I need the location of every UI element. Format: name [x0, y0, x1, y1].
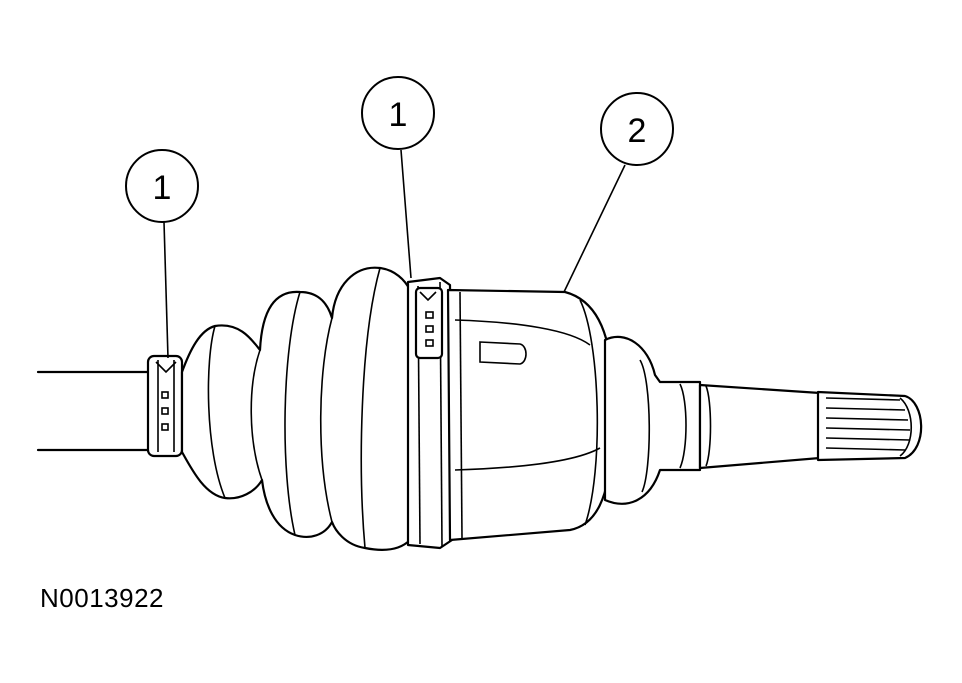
figure-id: N0013922 [40, 583, 164, 613]
callout-1-center-label: 1 [389, 96, 408, 134]
axle-shaft [36, 370, 152, 452]
cv-boot [180, 266, 412, 551]
cv-joint-housing [446, 288, 614, 542]
large-boot-clamp [406, 276, 454, 550]
callout-2-right: 2 [600, 92, 674, 166]
housing-neck [603, 335, 702, 505]
callout-1-left-label: 1 [153, 169, 172, 207]
callout-1-left: 1 [125, 149, 199, 223]
stub-shaft [698, 383, 822, 470]
small-boot-clamp [146, 354, 184, 458]
callout-1-center: 1 [361, 76, 435, 150]
callout-leaders [163, 149, 626, 359]
callout-2-right-label: 2 [628, 112, 647, 150]
splined-end [816, 390, 923, 462]
